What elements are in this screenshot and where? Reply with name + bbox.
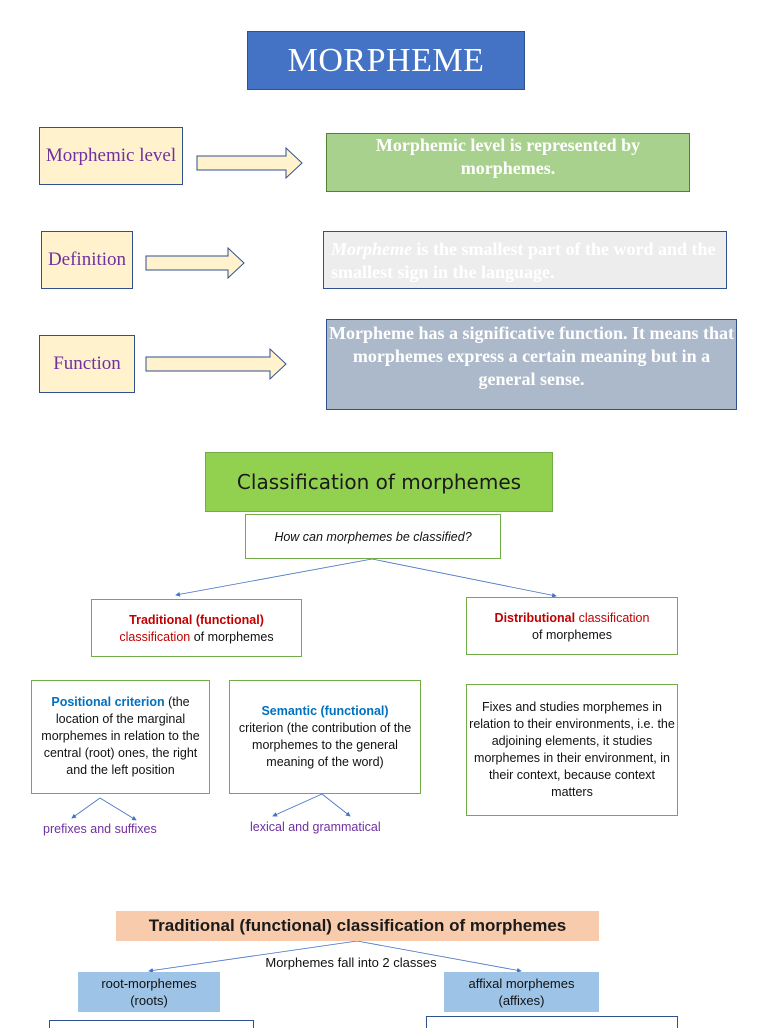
definition-term: Morpheme [331, 239, 412, 259]
definition-text: is the smallest part of the word and the… [331, 239, 716, 282]
traditional-section-header: Traditional (functional) classification … [116, 911, 599, 941]
traditional-classification-box: Traditional (functional) classification … [91, 599, 302, 657]
positional-text: (the location of the marginal morphemes … [41, 695, 200, 777]
distributional-classification-word: classification [575, 611, 650, 625]
arrow-function [145, 347, 287, 381]
positional-term: Positional criterion [51, 695, 165, 709]
label-morphemic-level: Morphemic level [39, 127, 183, 185]
classification-question: How can morphemes be classified? [245, 514, 501, 559]
distributional-of-morphemes: of morphemes [532, 628, 612, 642]
link-semantic-grammatical [321, 793, 351, 817]
traditional-section-subtitle: Morphemes fall into 2 classes [265, 955, 437, 970]
affix-line1: affixal morphemes [468, 976, 575, 991]
traditional-of-morphemes: of morphemes [190, 630, 274, 644]
link-semantic-lexical [272, 793, 323, 817]
arrow-definition [145, 246, 245, 280]
semantic-criterion-box: Semantic (functional) criterion (the con… [229, 680, 421, 794]
info-morphemic-level: Morphemic level is represented by morphe… [326, 133, 690, 192]
affixal-morphemes-box: affixal morphemes (affixes) [444, 972, 599, 1012]
info-definition: Morpheme is the smallest part of the wor… [323, 231, 727, 289]
root-line2: (roots) [130, 993, 168, 1008]
label-function: Function [39, 335, 135, 393]
distributional-term: Distributional [494, 611, 576, 625]
semantic-term: Semantic (functional) [261, 704, 389, 718]
semantic-text: criterion (the contribution of the morph… [238, 721, 412, 769]
traditional-term: Traditional (functional) [129, 613, 264, 627]
info-function: Morpheme has a significative function. I… [326, 319, 737, 410]
label-definition: Definition [41, 231, 133, 289]
distributional-classification-box: Distributional classification of morphem… [466, 597, 678, 655]
root-morphemes-box: root-morphemes (roots) [78, 972, 220, 1012]
link-positional-suffix [99, 797, 137, 821]
traditional-classification-word: classification [119, 630, 191, 644]
classification-header: Classification of morphemes [205, 452, 553, 512]
page-title: MORPHEME [247, 31, 525, 90]
link-question-distributional [371, 558, 557, 598]
affix-line2: (affixes) [498, 993, 545, 1008]
root-line1: root-morphemes [101, 976, 197, 991]
lexical-grammatical-label: lexical and grammatical [250, 820, 381, 834]
affix-details-box [426, 1016, 678, 1028]
positional-criterion-box: Positional criterion (the location of th… [31, 680, 210, 794]
arrow-level [196, 146, 303, 180]
link-positional-prefix [71, 797, 101, 819]
prefixes-suffixes-label: prefixes and suffixes [43, 822, 157, 836]
root-details-box [49, 1020, 254, 1028]
distributional-description-box: Fixes and studies morphemes in relation … [466, 684, 678, 816]
link-question-traditional [175, 558, 373, 597]
